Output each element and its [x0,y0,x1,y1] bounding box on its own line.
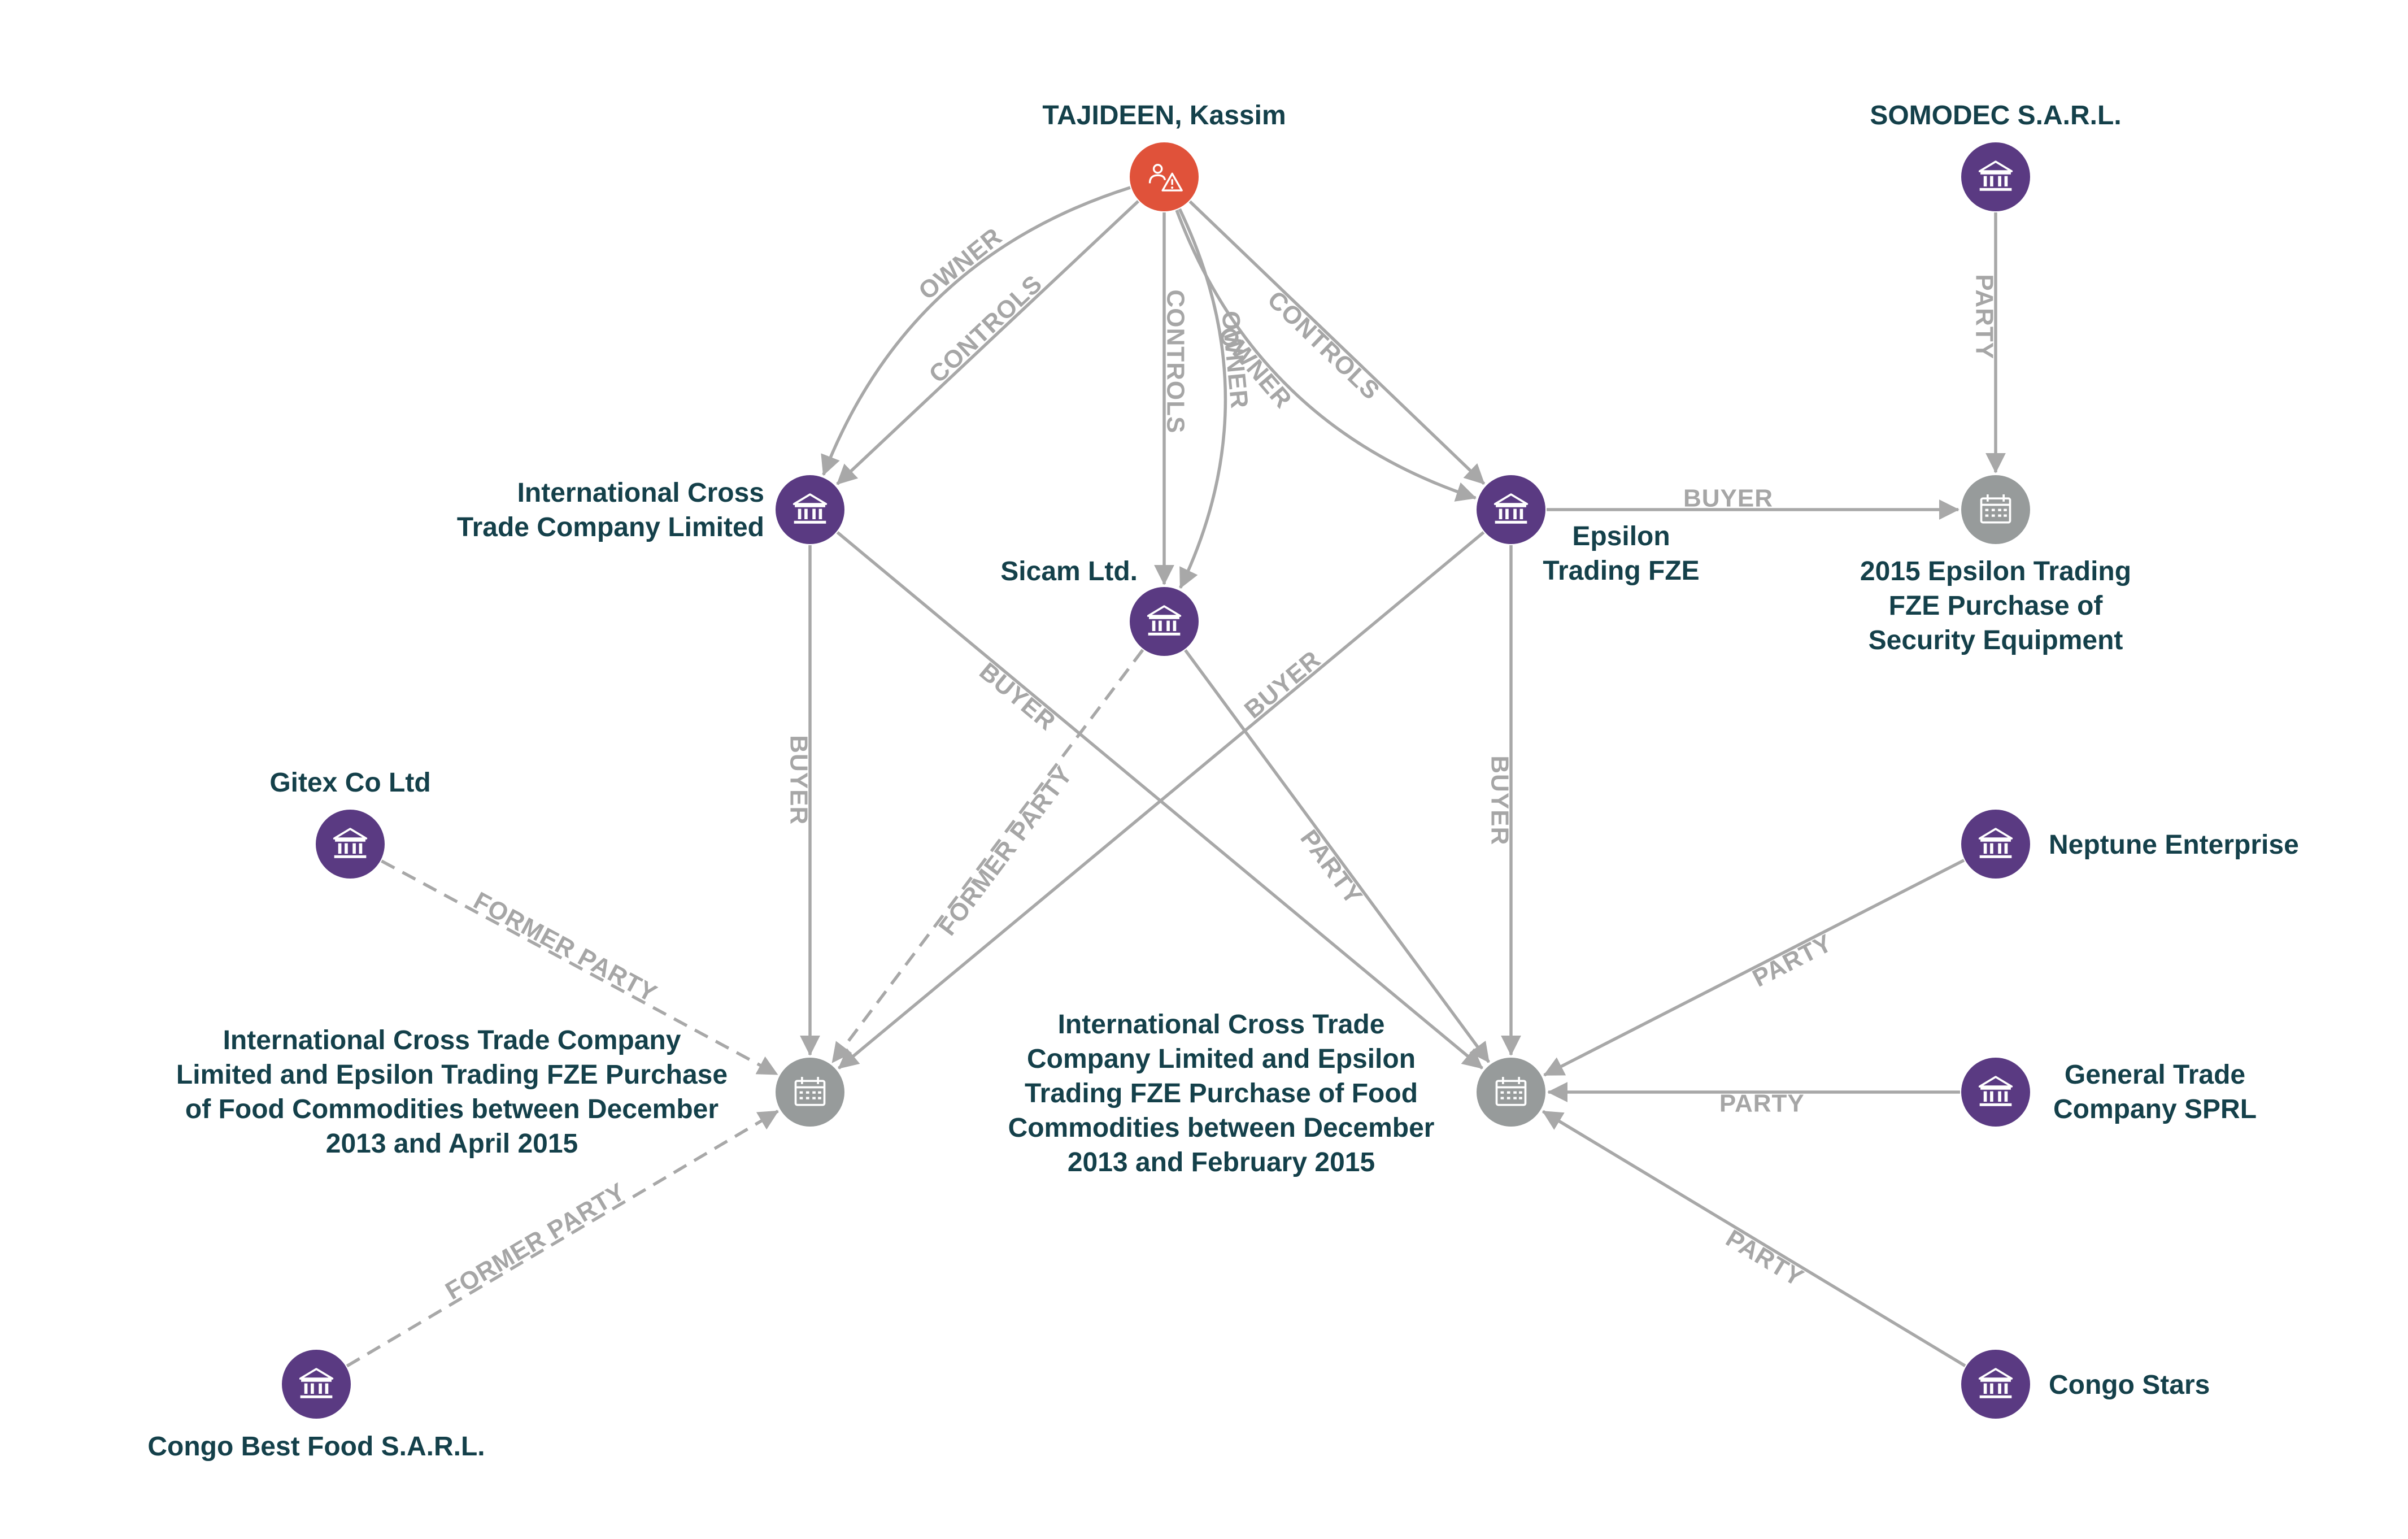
edge-tajideen-to-sicam [1178,208,1227,589]
node-congostars[interactable] [1961,1350,2030,1419]
node-label-line: Trading FZE [1543,556,1699,586]
node-eventApril[interactable] [776,1058,844,1127]
edge-label: BUYER [1239,645,1326,724]
node-label-line: Limited and Epsilon Trading FZE Purchase [176,1060,728,1090]
node-label-line: International Cross Trade [1058,1010,1385,1040]
node-label-congobest: Congo Best Food S.A.R.L. [147,1432,485,1462]
node-label-congostars: Congo Stars [2049,1370,2210,1400]
edge-label: PARTY [1971,274,1998,359]
edge-congobest-to-eventApril [346,1110,779,1368]
node-circle[interactable] [1477,475,1545,544]
node-label-line: Epsilon [1572,521,1670,551]
node-label-line: Commodities between December [1008,1113,1435,1143]
node-label-line: Sicam Ltd. [1000,557,1138,586]
node-circle[interactable] [1130,587,1199,656]
node-label-tajideen: TAJIDEEN, Kassim [1042,101,1286,131]
node-event2015[interactable] [1961,475,2030,544]
node-label-line: Company Limited and Epsilon [1027,1044,1416,1074]
node-circle[interactable] [1961,810,2030,879]
node-circle[interactable] [1961,1058,2030,1127]
node-label-line: 2015 Epsilon Trading [1860,557,2131,586]
node-label-line: of Food Commodities between December [185,1094,719,1124]
edge-label: PARTY [1295,825,1368,910]
node-label-line: International Cross Trade Company [223,1025,681,1055]
edge-epsilon-to-eventApril [838,531,1485,1070]
node-tajideen[interactable] [1130,142,1199,211]
node-sicam[interactable] [1130,587,1199,656]
node-circle[interactable] [316,810,385,879]
edge-label: PARTY [1748,929,1837,992]
edge-sicam-to-eventFeb [1184,649,1491,1063]
node-label-line: 2013 and February 2015 [1068,1147,1375,1177]
edge-sicam-to-eventApril [831,649,1144,1063]
edge-tajideen-to-ictc [821,186,1131,476]
node-label-line: Trade Company Limited [457,512,764,542]
node-label-line: Gitex Co Ltd [269,768,430,798]
node-eventFeb[interactable] [1477,1058,1545,1127]
node-label-line: Trading FZE Purchase of Food [1025,1079,1418,1108]
node-circle[interactable] [1961,1350,2030,1419]
node-label-line: TAJIDEEN, Kassim [1042,101,1286,131]
node-congobest[interactable] [282,1350,351,1419]
node-label-neptune: Neptune Enterprise [2049,830,2299,860]
node-general[interactable] [1961,1058,2030,1127]
node-circle[interactable] [282,1350,351,1419]
node-gitex[interactable] [316,810,385,879]
node-label-somodec: SOMODEC S.A.R.L. [1870,101,2121,131]
edge-label: BUYER [974,657,1061,736]
edge-tajideen-to-epsilon [1188,200,1486,485]
edges-layer [346,186,2006,1368]
edge-label: PARTY [1719,1090,1805,1118]
node-label-line: Security Equipment [1869,625,2123,655]
node-ictc[interactable] [776,475,844,544]
edge-label: PARTY [1721,1224,1809,1292]
edge-label: BUYER [1683,485,1773,512]
edge-tajideen-to-ictc [836,200,1139,485]
edge-label: FORMER PARTY [469,886,661,1007]
edge-gitex-to-eventApril [381,859,778,1076]
node-label-sicam: Sicam Ltd. [1000,557,1138,586]
node-epsilon[interactable] [1477,475,1545,544]
edge-neptune-to-eventFeb [1543,859,1965,1077]
node-label-line: Congo Stars [2049,1370,2210,1400]
node-circle[interactable] [1961,142,2030,211]
node-circle[interactable] [776,475,844,544]
node-label-gitex: Gitex Co Ltd [269,768,430,798]
node-label-line: International Cross [517,478,764,508]
edge-label: OWNER [913,223,1007,306]
node-label-line: SOMODEC S.A.R.L. [1870,101,2121,131]
edge-label: FORMER PARTY [933,761,1078,941]
node-label-line: 2013 and April 2015 [326,1129,578,1159]
node-somodec[interactable] [1961,142,2030,211]
node-label-line: FZE Purchase of [1889,591,2104,621]
node-label-line: Neptune Enterprise [2049,830,2299,860]
edge-tajideen-to-epsilon [1175,210,1477,502]
labels-layer: TAJIDEEN, Kassim SOMODEC S.A.R.L. Internat… [147,101,2298,1462]
edge-label: BUYER [1486,755,1514,845]
node-label-line: Congo Best Food S.A.R.L. [147,1432,485,1462]
node-circle[interactable] [1961,475,2030,544]
nodes-layer [282,142,2030,1419]
edge-label: CONTROLS [1162,289,1190,433]
node-label-line: General Trade [2065,1060,2245,1090]
node-circle[interactable] [1477,1058,1545,1127]
edge-congostars-to-eventFeb [1542,1110,1966,1367]
node-neptune[interactable] [1961,810,2030,879]
edge-label: FORMER PARTY [441,1177,630,1305]
node-label-line: Company SPRL [2053,1094,2257,1124]
edge-label: BUYER [785,735,813,825]
node-circle[interactable] [776,1058,844,1127]
